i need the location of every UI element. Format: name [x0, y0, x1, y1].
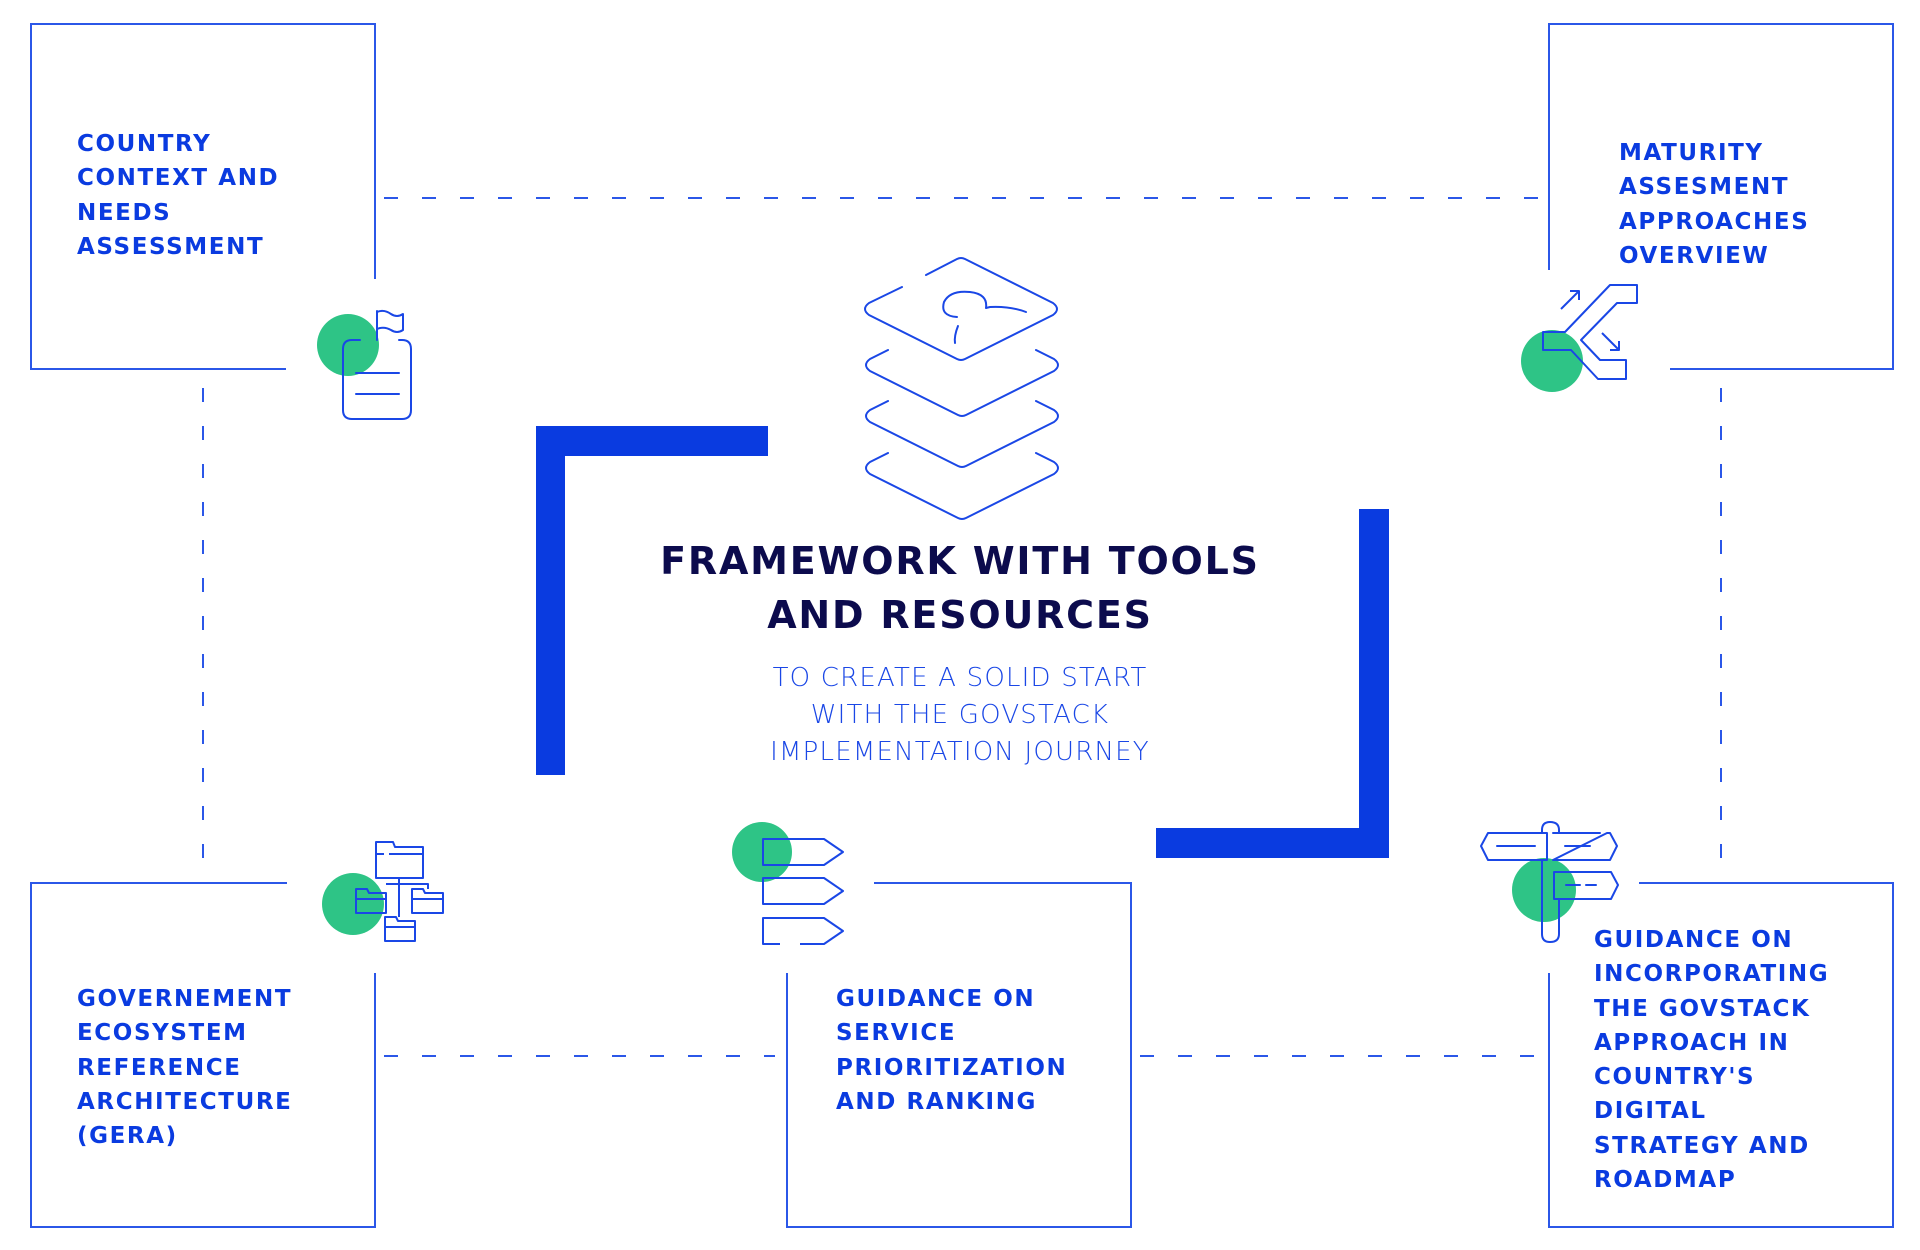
fork-arrows-icon [1542, 284, 1638, 380]
box-digital-strategy-frame [1548, 882, 1894, 1228]
accent-dot-digital-strategy [1512, 858, 1576, 922]
node-digital-strategy-label: GUIDANCE ON INCORPORATING THE GOVSTACK A… [1594, 923, 1829, 1197]
node-maturity-assessment-label: MATURITY ASSESMENT APPROACHES OVERVIEW [1619, 136, 1809, 273]
subtitle-line: TO CREATE A SOLID START [772, 663, 1148, 693]
box-maturity-assessment-frame [1548, 23, 1894, 370]
accent-dot-gera [322, 873, 384, 935]
label-line: DIGITAL [1594, 1098, 1707, 1125]
subtitle-line: IMPLEMENTATION JOURNEY [770, 737, 1150, 767]
label-line: GUIDANCE ON [836, 986, 1036, 1012]
box-country-context-frame [30, 23, 376, 370]
label-line: MATURITY [1619, 140, 1764, 166]
label-line: GUIDANCE ON [1594, 927, 1794, 953]
label-line: INCORPORATING [1594, 961, 1830, 988]
bracket-top-left [536, 426, 768, 775]
label-line: PRIORITIZATION [836, 1054, 1068, 1081]
label-line: ARCHITECTURE [77, 1088, 293, 1115]
layers-stack-user-icon [864, 257, 1059, 520]
signpost-icon [1480, 821, 1619, 943]
label-line: ROADMAP [1594, 1167, 1737, 1194]
label-line: (GERA) [77, 1123, 178, 1150]
label-line: REFERENCE [77, 1054, 242, 1081]
label-line: COUNTRY [77, 131, 212, 157]
center-subtitle: TO CREATE A SOLID START WITH THE GOVSTAC… [560, 660, 1360, 771]
label-line: STRATEGY AND [1594, 1132, 1810, 1159]
label-line: GOVERNEMENT [77, 986, 293, 1012]
title-line: AND RESOURCES [767, 593, 1153, 637]
label-line: THE GOVSTACK [1594, 995, 1811, 1022]
title-line: FRAMEWORK WITH TOOLS [660, 539, 1260, 583]
box-gera-frame [30, 882, 376, 1228]
folder-hierarchy-icon [355, 841, 444, 942]
accent-dot-maturity-assessment [1521, 330, 1583, 392]
ranked-tags-icon [762, 838, 844, 945]
label-line: ECOSYSTEM [77, 1020, 248, 1047]
label-line: SERVICE [836, 1020, 957, 1047]
bracket-bottom-right [1156, 509, 1389, 858]
label-line: ASSESMENT [1619, 174, 1790, 201]
label-line: APPROACH IN [1594, 1029, 1790, 1056]
subtitle-line: WITH THE GOVSTACK [810, 700, 1110, 730]
center-title: FRAMEWORK WITH TOOLS AND RESOURCES [560, 534, 1360, 642]
clipboard-flag-icon [342, 309, 412, 420]
label-line: APPROACHES [1619, 208, 1810, 235]
box-service-prioritization-frame [786, 882, 1132, 1228]
accent-dot-country-context [317, 314, 379, 376]
label-line: CONTEXT AND [77, 165, 280, 192]
node-gera-label: GOVERNEMENT ECOSYSTEM REFERENCE ARCHITEC… [77, 982, 292, 1153]
node-country-context-label: COUNTRY CONTEXT AND NEEDS ASSESSMENT [77, 127, 279, 264]
label-line: OVERVIEW [1619, 242, 1770, 269]
label-line: COUNTRY'S [1594, 1064, 1756, 1091]
label-line: AND RANKING [836, 1088, 1038, 1115]
node-service-prioritization-label: GUIDANCE ON SERVICE PRIORITIZATION AND R… [836, 982, 1067, 1119]
label-line: NEEDS [77, 199, 172, 226]
label-line: ASSESSMENT [77, 233, 265, 260]
